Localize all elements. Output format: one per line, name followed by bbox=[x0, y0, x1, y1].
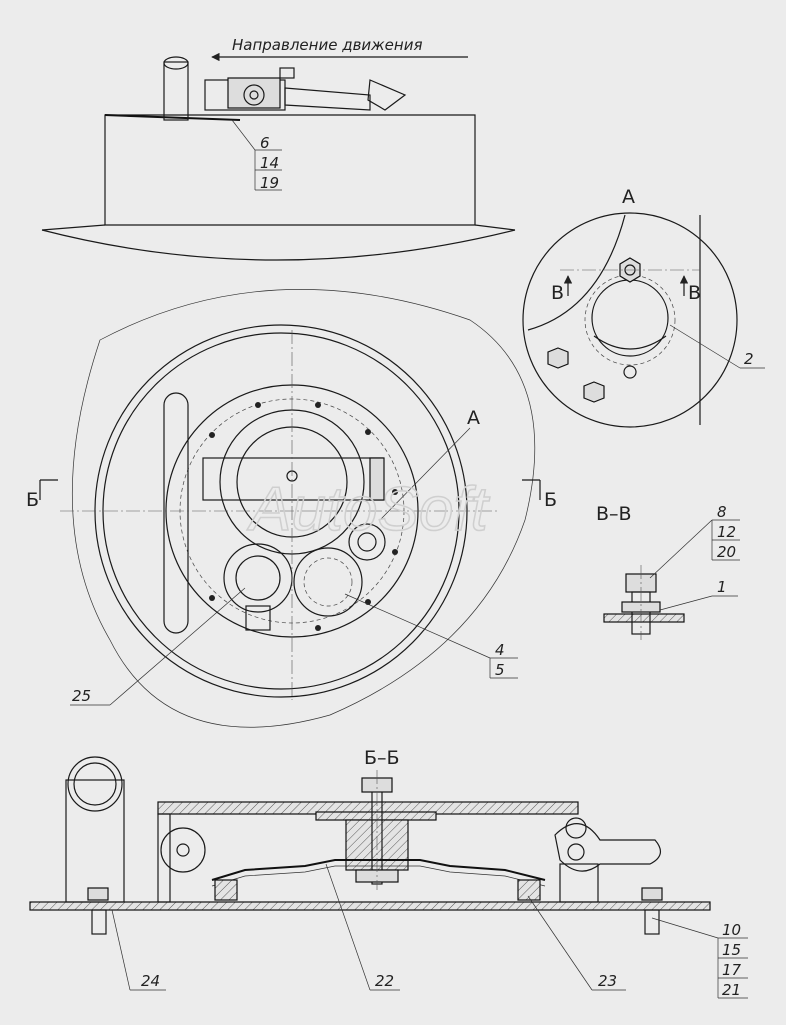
filler-neck bbox=[223, 543, 293, 613]
callout-19: 19 bbox=[260, 174, 279, 192]
hinge-pin bbox=[160, 827, 206, 873]
tank-bottom-curve bbox=[41, 229, 516, 261]
callout-6: 6 bbox=[260, 134, 270, 152]
detail-a-title: A bbox=[622, 186, 635, 208]
callout-2: 2 bbox=[744, 350, 754, 368]
tank-outline bbox=[71, 289, 536, 728]
callout-4: 4 bbox=[495, 641, 505, 659]
base-plate bbox=[29, 901, 711, 911]
callout-8: 8 bbox=[717, 503, 727, 521]
section-vv-title: В–В bbox=[596, 503, 632, 525]
gasket-left bbox=[214, 879, 238, 901]
tank-body-side bbox=[104, 114, 476, 226]
breather-flange bbox=[293, 547, 363, 617]
handle-post-side bbox=[163, 61, 189, 121]
nut-icon bbox=[547, 347, 569, 369]
plate-section bbox=[603, 613, 685, 623]
section-v-left: В bbox=[551, 282, 564, 304]
callout-15: 15 bbox=[722, 941, 741, 959]
nut-icon bbox=[583, 381, 605, 403]
clamp-handle bbox=[554, 823, 661, 872]
gasket-right bbox=[517, 879, 541, 901]
section-bb-view: Б–Б 24 22 23 bbox=[29, 747, 748, 999]
handle-rail bbox=[163, 392, 189, 634]
section-v-right: В bbox=[688, 282, 701, 304]
hinge-block bbox=[227, 77, 281, 109]
section-b-left: Б bbox=[26, 489, 39, 511]
plan-view: A Б Б 4 5 25 bbox=[26, 289, 557, 728]
callout-25: 25 bbox=[72, 687, 91, 705]
callout-21: 21 bbox=[722, 981, 741, 999]
callout-17: 17 bbox=[722, 961, 742, 979]
callout-24: 24 bbox=[141, 972, 160, 990]
bolt-head-left bbox=[87, 887, 109, 901]
section-vv-view: В–В 8 12 20 1 bbox=[596, 503, 740, 640]
section-b-right: Б bbox=[544, 489, 557, 511]
detail-a-view: A В В 2 bbox=[522, 186, 765, 428]
section-bb-title: Б–Б bbox=[364, 747, 400, 769]
hatch-opening bbox=[591, 279, 669, 357]
hatch-plate bbox=[104, 114, 241, 121]
callout-12: 12 bbox=[717, 523, 736, 541]
callout-23: 23 bbox=[598, 972, 617, 990]
callout-14: 14 bbox=[260, 154, 279, 172]
callout-10: 10 bbox=[722, 921, 741, 939]
callout-1: 1 bbox=[717, 578, 727, 596]
handle-post bbox=[65, 779, 125, 903]
bolt-circle bbox=[209, 402, 398, 631]
callout-5: 5 bbox=[495, 661, 505, 679]
section-a-plan: A bbox=[467, 407, 480, 429]
top-side-view: Направление движения 6 14 19 bbox=[41, 36, 516, 261]
bolt-head-right bbox=[641, 887, 663, 901]
callout-stack-bb: 10 15 17 21 bbox=[651, 917, 748, 999]
latch-handle bbox=[367, 79, 407, 111]
callout-20: 20 bbox=[717, 543, 736, 561]
callout-stack-top: 6 14 19 bbox=[231, 119, 282, 192]
lid-membrane bbox=[211, 859, 546, 881]
latch-arm bbox=[284, 87, 371, 111]
callout-22: 22 bbox=[375, 972, 394, 990]
detail-a-circle bbox=[522, 212, 738, 428]
direction-label: Направление движения bbox=[232, 36, 422, 54]
watermark: AutoSoft bbox=[246, 475, 491, 544]
